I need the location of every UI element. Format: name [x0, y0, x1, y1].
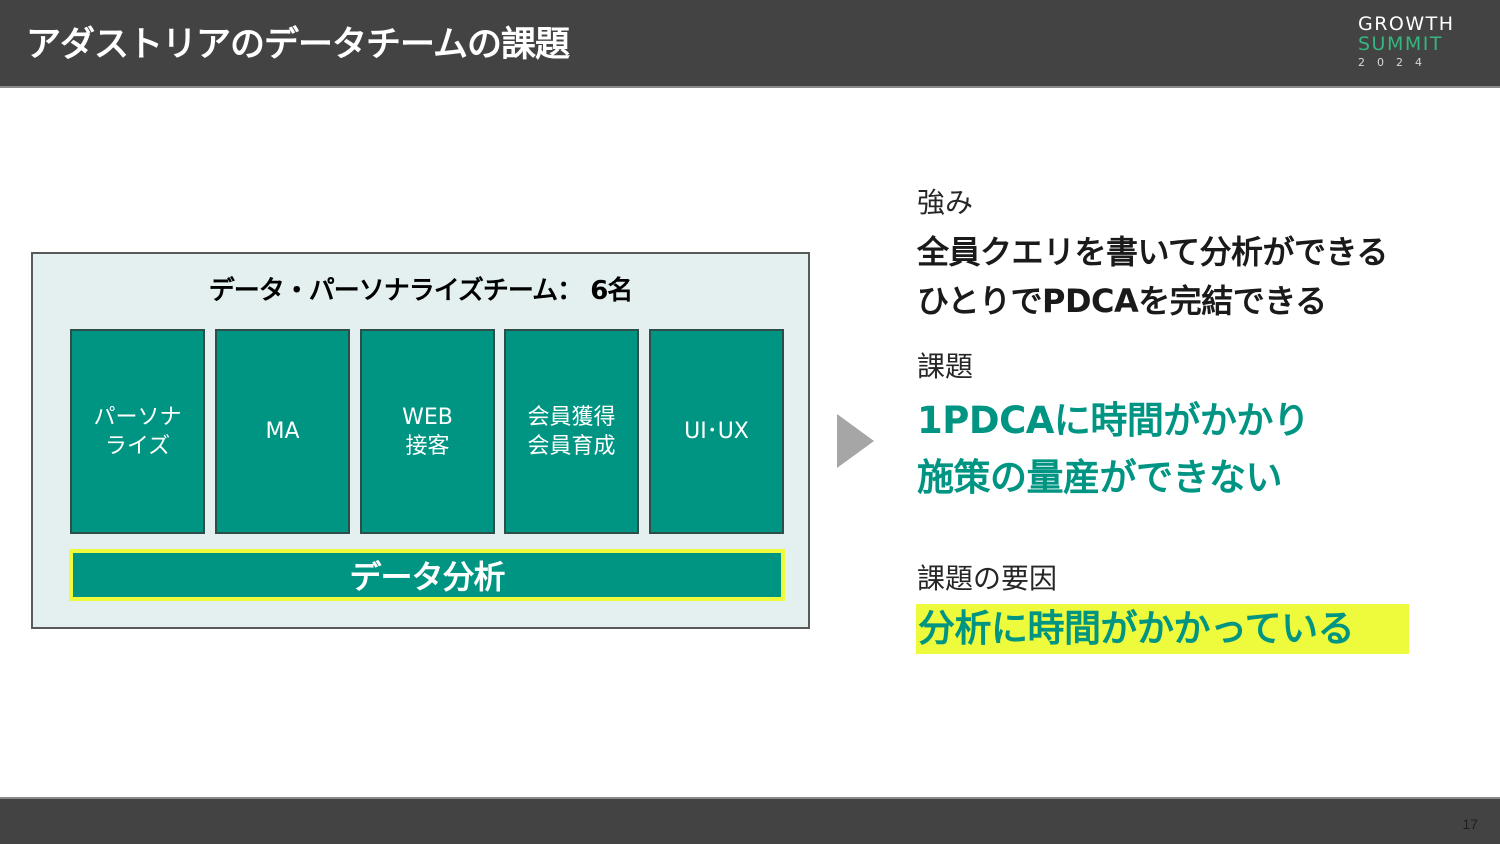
issue-line-1: 1PDCAに時間がかかり: [917, 399, 1310, 442]
block-ma: MA: [215, 329, 350, 534]
logo-summit-text: SUMMIT: [1358, 33, 1443, 55]
cause-highlight: 分析に時間がかかっている: [916, 604, 1409, 654]
logo-year-text: 2024: [1358, 56, 1434, 69]
slide-title: アダストリアのデータチームの課題: [26, 25, 570, 65]
strength-line-1: 全員クエリを書いて分析ができる: [917, 233, 1388, 271]
cause-label: 課題の要因: [917, 562, 1058, 595]
team-diagram: データ・パーソナライズチーム： 6名 パーソナ ライズ MA WEB 接客 会員…: [31, 252, 810, 629]
header-bar: アダストリアのデータチームの課題 GROWTH SUMMIT 2024: [0, 0, 1500, 88]
logo-growth-text: GROWTH: [1358, 13, 1455, 35]
strength-line-2: ひとりでPDCAを完結できる: [917, 282, 1327, 320]
growth-summit-logo: GROWTH SUMMIT 2024: [1358, 14, 1458, 70]
issue-label: 課題: [917, 350, 974, 383]
triangle-right-icon: [837, 414, 874, 468]
team-title: データ・パーソナライズチーム： 6名: [208, 276, 634, 306]
issue-text: 1PDCAに時間がかかり 施策の量産ができない: [917, 392, 1310, 506]
block-membership: 会員獲得 会員育成: [504, 329, 639, 534]
block-web-service: WEB 接客: [360, 329, 495, 534]
strength-text: 全員クエリを書いて分析ができる ひとりでPDCAを完結できる: [917, 228, 1388, 326]
issue-line-2: 施策の量産ができない: [917, 456, 1283, 499]
strength-label: 強み: [917, 186, 974, 219]
block-ui-ux: UI･UX: [649, 329, 784, 534]
block-personalize: パーソナ ライズ: [70, 329, 205, 534]
page-number: 17: [1462, 816, 1478, 832]
footer-bar: 17: [0, 797, 1500, 844]
data-analysis-foundation: データ分析: [69, 549, 785, 601]
